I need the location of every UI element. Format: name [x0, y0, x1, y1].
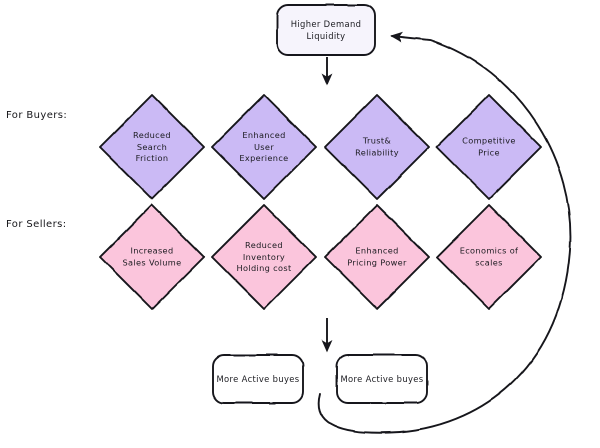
node-reduced-search-friction[interactable] — [99, 94, 205, 200]
node-economics-of-scales[interactable] — [436, 204, 542, 310]
node-competitive-price[interactable] — [436, 94, 542, 200]
node-higher-demand-liquidity[interactable] — [276, 4, 376, 56]
label-for-buyers: For Buyers: — [6, 110, 68, 121]
node-trust-reliability[interactable] — [324, 94, 430, 200]
node-enhanced-pricing-power[interactable] — [324, 204, 430, 310]
node-enhanced-user-experience[interactable] — [211, 94, 317, 200]
connector-feedback-loop — [317, 31, 572, 434]
label-for-sellers: For Sellers: — [6, 219, 67, 230]
node-more-active-buyes-right[interactable] — [336, 354, 428, 404]
node-increased-sales-volume[interactable] — [99, 204, 205, 310]
node-reduced-inventory-holding-cost[interactable] — [211, 204, 317, 310]
node-more-active-buyes-left[interactable] — [212, 354, 304, 404]
